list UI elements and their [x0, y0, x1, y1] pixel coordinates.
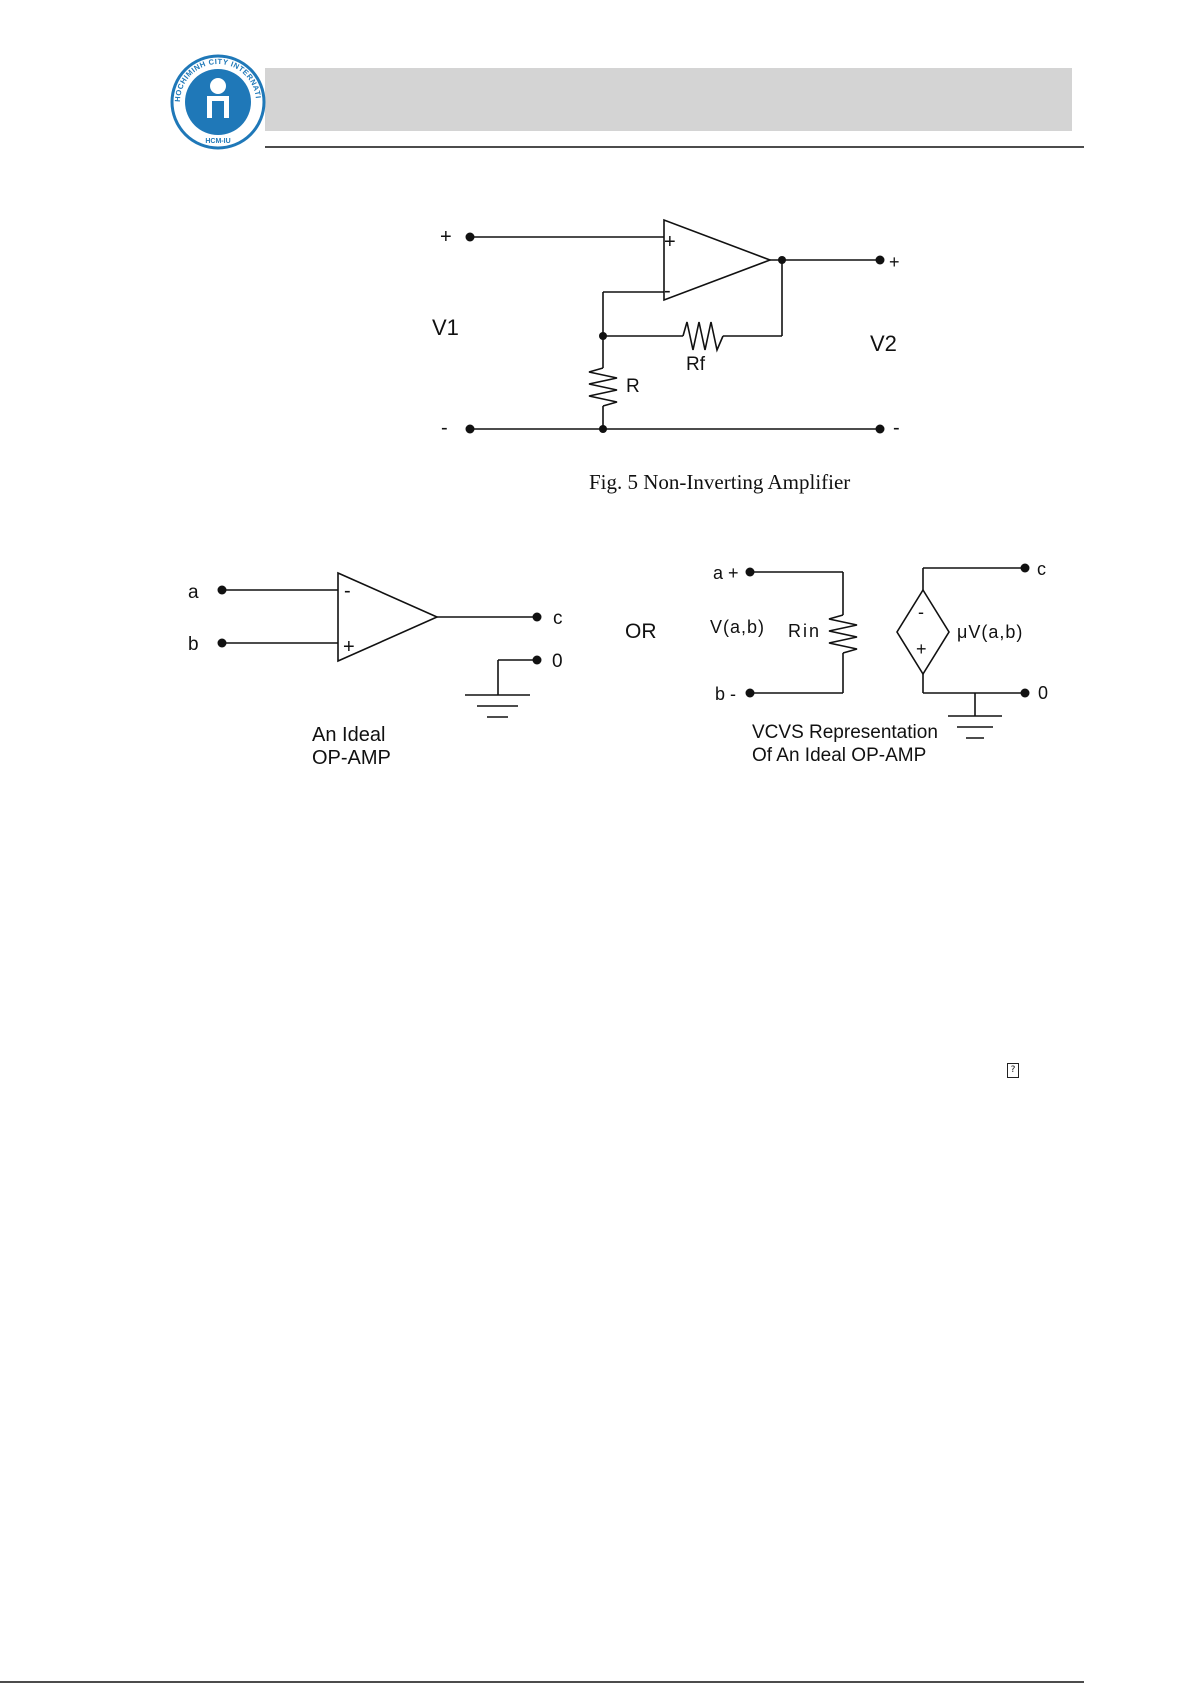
ideal-opamp-and-vcvs: a b c 0 - + An Ideal OP-AMP OR — [0, 545, 1192, 805]
node-a-label: a — [188, 582, 199, 603]
ideal-caption-line2: OP-AMP — [312, 747, 391, 769]
node-0-terminal — [533, 656, 542, 665]
vcvs-node-c-label: c — [1037, 559, 1046, 579]
vcvs-node-c-terminal — [1021, 564, 1030, 573]
vcvs-node-0-terminal — [1021, 689, 1030, 698]
node-c-terminal — [533, 613, 542, 622]
opamp-input-minus-label: - — [344, 580, 351, 602]
vcvs-node-a-label: a + — [713, 563, 739, 583]
footer-graphics — [0, 1670, 1192, 1690]
replacement-glyph: ? — [1007, 1063, 1019, 1078]
opamp-input-plus-label: + — [343, 636, 355, 658]
vcvs-node-b-terminal — [746, 689, 755, 698]
node-0-label: 0 — [552, 651, 563, 672]
vcvs-caption-line1: VCVS Representation — [752, 722, 938, 743]
rin-label: Rin — [788, 621, 821, 641]
vcvs-node-a-terminal — [746, 568, 755, 577]
node-b-label: b — [188, 634, 199, 655]
mu-v-label: μV(a,b) — [957, 622, 1023, 642]
vcvs-source-minus: - — [918, 602, 924, 622]
vcvs-node-0-label: 0 — [1038, 683, 1048, 703]
vcvs-caption-line2: Of An Ideal OP-AMP — [752, 745, 926, 766]
rin-resistor — [829, 615, 857, 653]
vcvs-node-b-label: b - — [715, 684, 736, 704]
or-label: OR — [625, 620, 657, 643]
vcvs-source-plus: + — [916, 639, 927, 659]
node-c-label: c — [553, 608, 563, 629]
node-b-terminal — [218, 639, 227, 648]
ideal-caption-line1: An Ideal — [312, 724, 385, 746]
node-a-terminal — [218, 586, 227, 595]
v-ab-label: V(a,b) — [710, 617, 765, 637]
